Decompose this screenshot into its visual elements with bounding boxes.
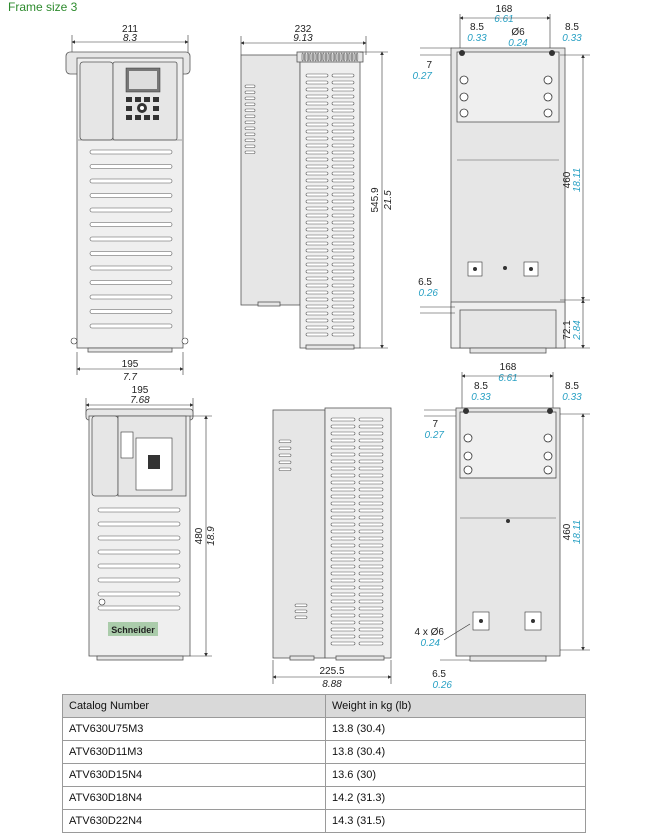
table-header-row: Catalog Number Weight in kg (lb) bbox=[62, 694, 586, 718]
catalog-number-cell: ATV630D18N4 bbox=[62, 786, 326, 810]
back2-bottom-in: 0.26 bbox=[433, 680, 453, 690]
front-top-width: 211 bbox=[122, 24, 138, 35]
catalog-number-cell: ATV630D22N4 bbox=[62, 809, 326, 833]
front-top-width-in: 8.3 bbox=[123, 33, 137, 44]
catalog-number-cell: ATV630D11M3 bbox=[62, 740, 326, 764]
front2-width: 195 bbox=[132, 385, 149, 396]
back2-right-in: 0.33 bbox=[562, 392, 582, 403]
side-view-bottom: 225.5 8.88 bbox=[272, 407, 392, 690]
front-bottom-width: 195 bbox=[122, 359, 139, 370]
back2-edge: 7 bbox=[432, 419, 438, 430]
side-height: 545.9 bbox=[370, 187, 381, 212]
side-height-in: 21.5 bbox=[383, 190, 394, 211]
dimension-drawing: 211 8.3 195 7.7 232 9.13 bbox=[65, 4, 590, 690]
back2-holes: 4 x Ø6 bbox=[415, 627, 445, 638]
back2-left-in: 0.33 bbox=[471, 392, 491, 403]
weight-cell: 13.8 (30.4) bbox=[325, 717, 586, 741]
back-view-top: 168 6.61 8.5 0.33 8.5 0.33 Ø6 0.24 7 0.2… bbox=[413, 4, 590, 354]
back-view-bottom: 168 6.61 8.5 0.33 8.5 0.33 7 0.27 460 18… bbox=[415, 362, 590, 690]
back-height: 460 bbox=[562, 171, 573, 188]
back-right-offset: 8.5 bbox=[565, 22, 579, 33]
front2-height: 480 bbox=[194, 527, 205, 544]
back-width-in: 6.61 bbox=[494, 14, 513, 25]
side-depth: 232 bbox=[295, 24, 312, 35]
table-row: ATV630D15N4 13.6 (30) bbox=[62, 763, 586, 787]
side-view-top: 232 9.13 545.9 21.5 bbox=[240, 24, 394, 350]
back-hole-dia: Ø6 bbox=[511, 27, 525, 38]
side2-depth-in: 8.88 bbox=[322, 679, 342, 690]
back-right-offset-in: 0.33 bbox=[562, 33, 582, 44]
back2-holes-in: 0.24 bbox=[421, 638, 441, 649]
svg-text:Schneider: Schneider bbox=[111, 625, 155, 635]
front2-height-in: 18.9 bbox=[206, 526, 217, 546]
table-row: ATV630D11M3 13.8 (30.4) bbox=[62, 740, 586, 764]
weight-cell: 13.8 (30.4) bbox=[325, 740, 586, 764]
back-height-in: 18.11 bbox=[572, 168, 583, 192]
back2-edge-in: 0.27 bbox=[425, 430, 445, 441]
catalog-number-cell: ATV630D15N4 bbox=[62, 763, 326, 787]
back2-height: 460 bbox=[562, 523, 573, 540]
back-left-offset-in: 0.33 bbox=[467, 33, 487, 44]
back-bottom-in: 0.26 bbox=[419, 288, 439, 299]
column-header-catalog: Catalog Number bbox=[62, 694, 326, 718]
front2-width-in: 7.68 bbox=[130, 395, 150, 406]
back2-left: 8.5 bbox=[474, 381, 488, 392]
weight-cell: 13.6 (30) bbox=[325, 763, 586, 787]
weight-table: Catalog Number Weight in kg (lb) ATV630U… bbox=[62, 694, 586, 833]
weight-cell: 14.2 (31.3) bbox=[325, 786, 586, 810]
back2-width: 168 bbox=[500, 362, 517, 373]
table-row: ATV630D18N4 14.2 (31.3) bbox=[62, 786, 586, 810]
back-bottom: 6.5 bbox=[418, 277, 432, 288]
weight-cell: 14.3 (31.5) bbox=[325, 809, 586, 833]
frame-title: Frame size 3 bbox=[8, 0, 78, 14]
table-row: ATV630D22N4 14.3 (31.5) bbox=[62, 809, 586, 833]
back2-right: 8.5 bbox=[565, 381, 579, 392]
table-row: ATV630U75M3 13.8 (30.4) bbox=[62, 717, 586, 741]
schneider-logo: Schneider bbox=[108, 622, 158, 636]
back2-height-in: 18.11 bbox=[572, 520, 583, 544]
back-hole-dia-in: 0.24 bbox=[508, 38, 528, 49]
column-header-weight: Weight in kg (lb) bbox=[325, 694, 586, 718]
back-width: 168 bbox=[496, 4, 513, 15]
back-extra: 72.1 bbox=[562, 320, 573, 340]
catalog-number-cell: ATV630U75M3 bbox=[62, 717, 326, 741]
back2-bottom: 6.5 bbox=[432, 669, 446, 680]
back-edge: 7 bbox=[426, 60, 432, 71]
back-edge-in: 0.27 bbox=[413, 71, 433, 82]
back-left-offset: 8.5 bbox=[470, 22, 484, 33]
back-extra-in: 2.84 bbox=[572, 320, 583, 341]
front-view-keypad: 211 8.3 195 7.7 bbox=[65, 24, 191, 383]
front-bottom-width-in: 7.7 bbox=[123, 372, 137, 383]
side-depth-in: 9.13 bbox=[293, 33, 313, 44]
back2-width-in: 6.61 bbox=[498, 373, 517, 384]
side2-depth: 225.5 bbox=[319, 666, 344, 677]
front-view-open: 195 7.68 Schneider 480 18.9 bbox=[85, 385, 217, 661]
